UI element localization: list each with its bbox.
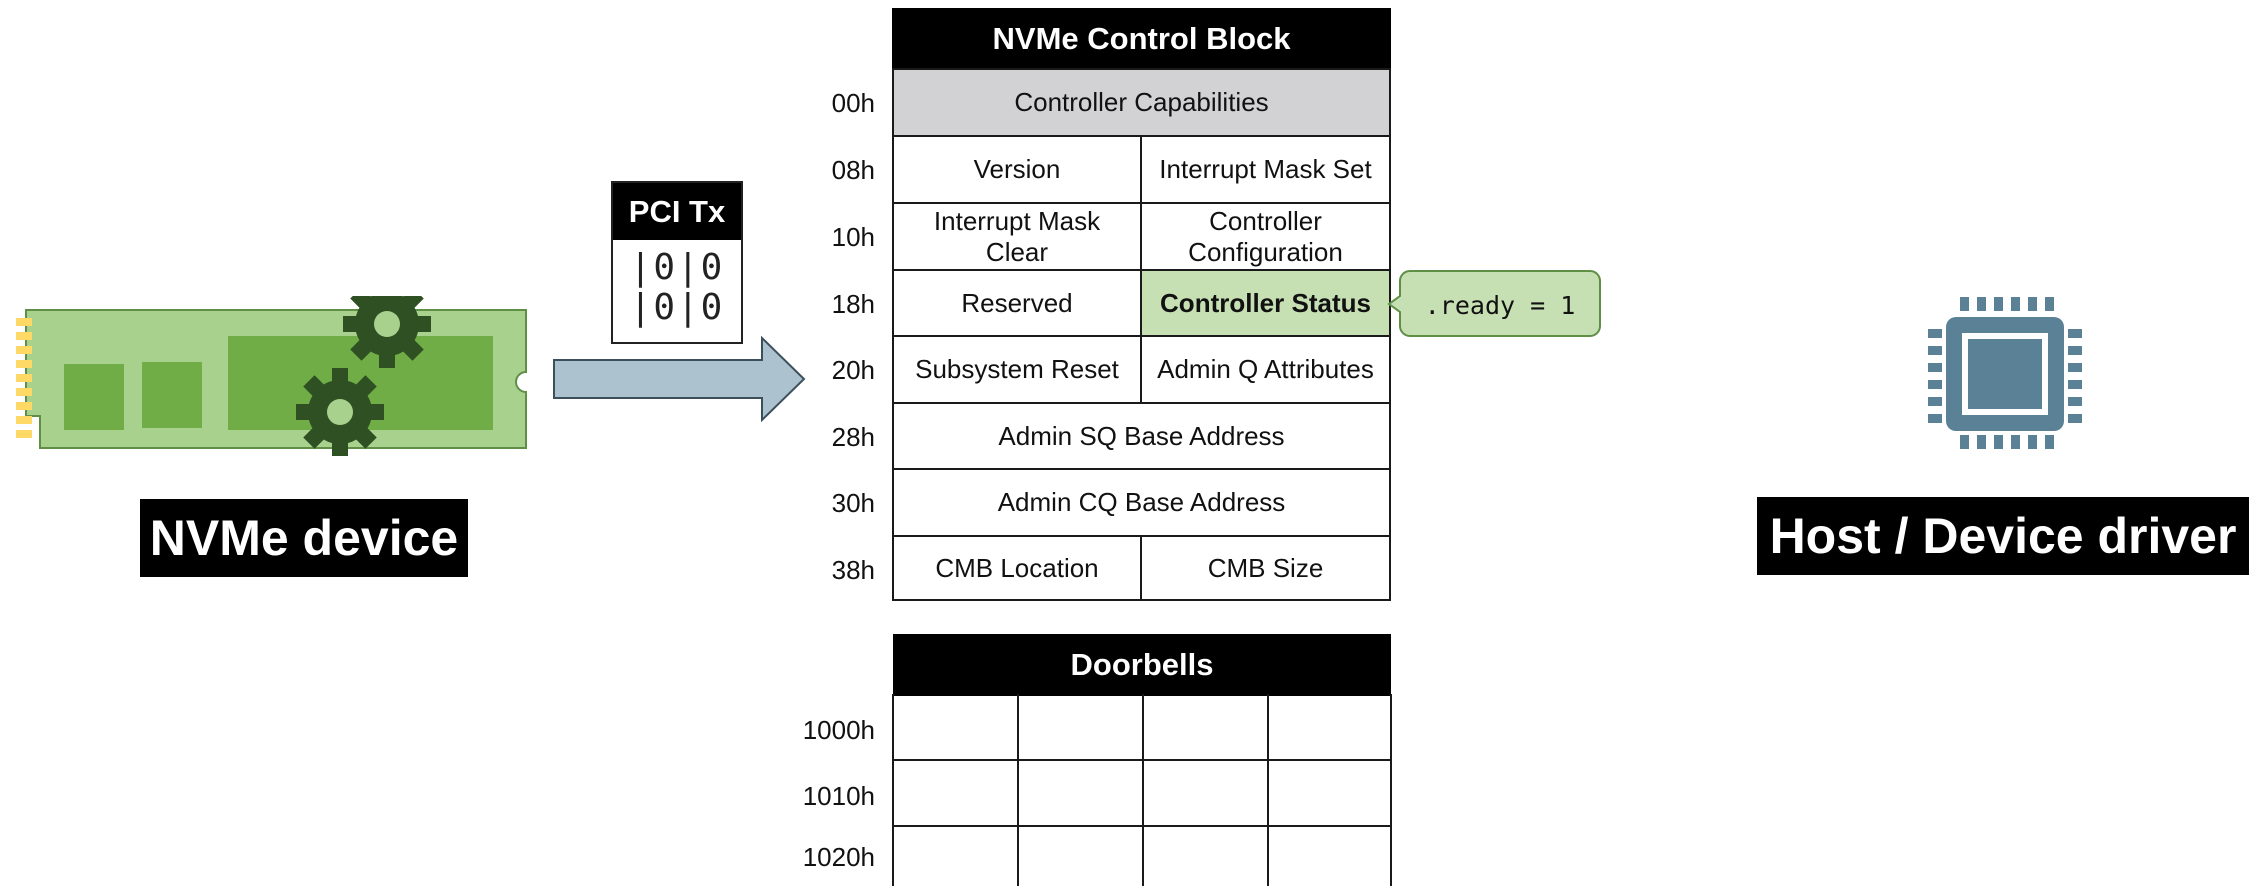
register-version: Version bbox=[892, 135, 1142, 204]
pci-tx-bits-line: |0|0 bbox=[629, 247, 725, 288]
register-controller-capabilities: Controller Capabilities bbox=[892, 68, 1391, 137]
doorbells-grid bbox=[892, 694, 1392, 886]
control-block-title: NVMe Control Block bbox=[892, 8, 1391, 70]
status-callout-bubble bbox=[1387, 270, 1601, 337]
pci-tx-bits: |0|0 |0|0 bbox=[613, 240, 741, 328]
cpu-chip-icon bbox=[1928, 297, 2082, 449]
offset-label: 18h bbox=[831, 288, 875, 319]
pci-tx-bits-line: |0|0 bbox=[629, 287, 725, 328]
register-controller-configuration: Controller Configuration bbox=[1140, 202, 1391, 271]
offset-label: 38h bbox=[831, 554, 875, 585]
register-interrupt-mask-set: Interrupt Mask Set bbox=[1140, 135, 1391, 204]
offset-label: 28h bbox=[831, 421, 875, 452]
register-admin-cq-base-address: Admin CQ Base Address bbox=[892, 468, 1391, 537]
register-admin-sq-base-address: Admin SQ Base Address bbox=[892, 402, 1391, 470]
register-admin-q-attributes: Admin Q Attributes bbox=[1140, 335, 1391, 404]
register-controller-status: Controller Status bbox=[1140, 269, 1391, 337]
register-reserved: Reserved bbox=[892, 269, 1142, 337]
host-driver-label: Host / Device driver bbox=[1757, 497, 2249, 575]
register-cmb-size: CMB Size bbox=[1140, 535, 1391, 601]
offset-label: 30h bbox=[831, 488, 875, 518]
offset-label: 1010h bbox=[802, 780, 875, 811]
register-interrupt-mask-clear: Interrupt Mask Clear bbox=[892, 202, 1142, 271]
pci-tx-title: PCI Tx bbox=[613, 183, 741, 240]
offset-label: 1020h bbox=[802, 841, 875, 872]
offset-label: 20h bbox=[831, 355, 875, 385]
status-callout-text: .ready = 1 bbox=[1424, 290, 1576, 320]
register-cmb-location: CMB Location bbox=[892, 535, 1142, 601]
nvme-device-label: NVMe device bbox=[140, 499, 468, 577]
nvme-ssd-icon bbox=[16, 296, 527, 456]
doorbells-title: Doorbells bbox=[893, 634, 1391, 696]
offset-label: 00h bbox=[831, 88, 875, 118]
offset-label: 08h bbox=[831, 155, 875, 185]
register-subsystem-reset: Subsystem Reset bbox=[892, 335, 1142, 404]
offset-label: 10h bbox=[831, 222, 875, 252]
pci-tx-packet: PCI Tx |0|0 |0|0 bbox=[611, 181, 743, 344]
offset-label: 1000h bbox=[802, 714, 875, 745]
right-arrow-icon bbox=[553, 336, 806, 422]
